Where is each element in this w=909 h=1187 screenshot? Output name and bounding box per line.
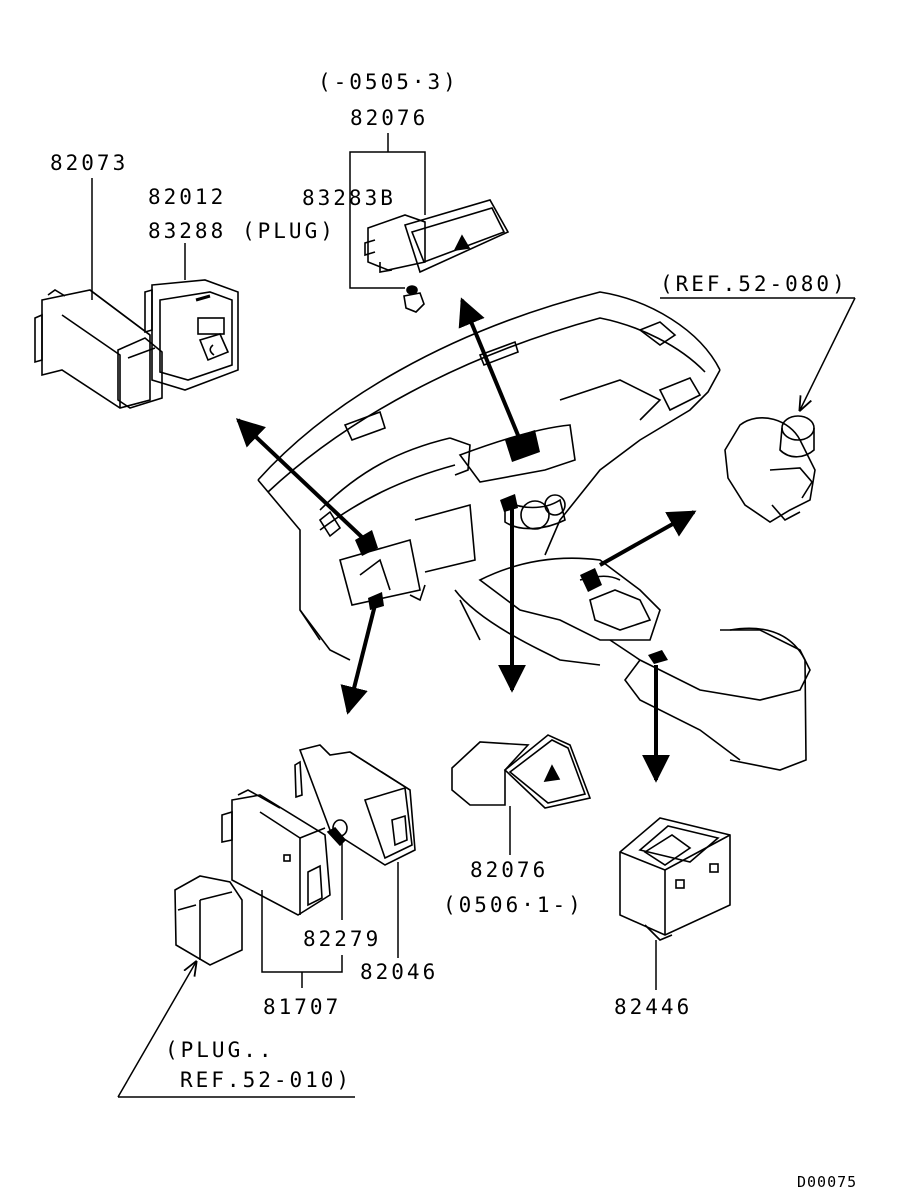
label-ref-52-080: (REF.52-080) (660, 272, 848, 296)
window-switch-drawing (619, 817, 731, 941)
locator-arrows (235, 297, 697, 783)
label-81707: 81707 (263, 995, 342, 1019)
dash-switch-locations (355, 430, 668, 664)
label-83288: 83288 (148, 219, 227, 243)
switch-81707-drawing (221, 789, 331, 916)
relay-82073-drawing (34, 289, 163, 409)
switch-82046-drawing (294, 744, 416, 866)
label-83283b: 83283B (302, 186, 396, 210)
label-82279: 82279 (303, 927, 382, 951)
plug-ref-52-010-drawing (174, 875, 243, 966)
label-82076-note: (-0505·3) (318, 70, 459, 94)
ref-52-080-knob-drawing (724, 415, 816, 523)
hazard-switch-late-drawing (451, 734, 592, 809)
label-82076-top: 82076 (350, 106, 429, 130)
hazard-switch-early-drawing (364, 199, 510, 274)
dashboard-outline (257, 291, 811, 771)
label-82076-late: 82076 (470, 858, 549, 882)
drawing-code: D00075 (797, 1173, 858, 1187)
hazard-bulb-drawing (403, 285, 425, 313)
socket-82279-drawing (326, 819, 348, 847)
label-82446: 82446 (614, 995, 693, 1019)
label-82046: 82046 (360, 960, 439, 984)
label-ref-52-010-line2: REF.52-010) (180, 1068, 353, 1092)
label-82076-late-note: (0506·1-) (443, 893, 584, 917)
leader-lines (91, 133, 856, 1098)
label-83288-note: (PLUG) (242, 219, 336, 243)
label-82012: 82012 (148, 185, 227, 209)
label-ref-52-010-line1: (PLUG.. (165, 1038, 275, 1062)
switch-82012-drawing (144, 279, 239, 391)
label-82073: 82073 (50, 151, 129, 175)
